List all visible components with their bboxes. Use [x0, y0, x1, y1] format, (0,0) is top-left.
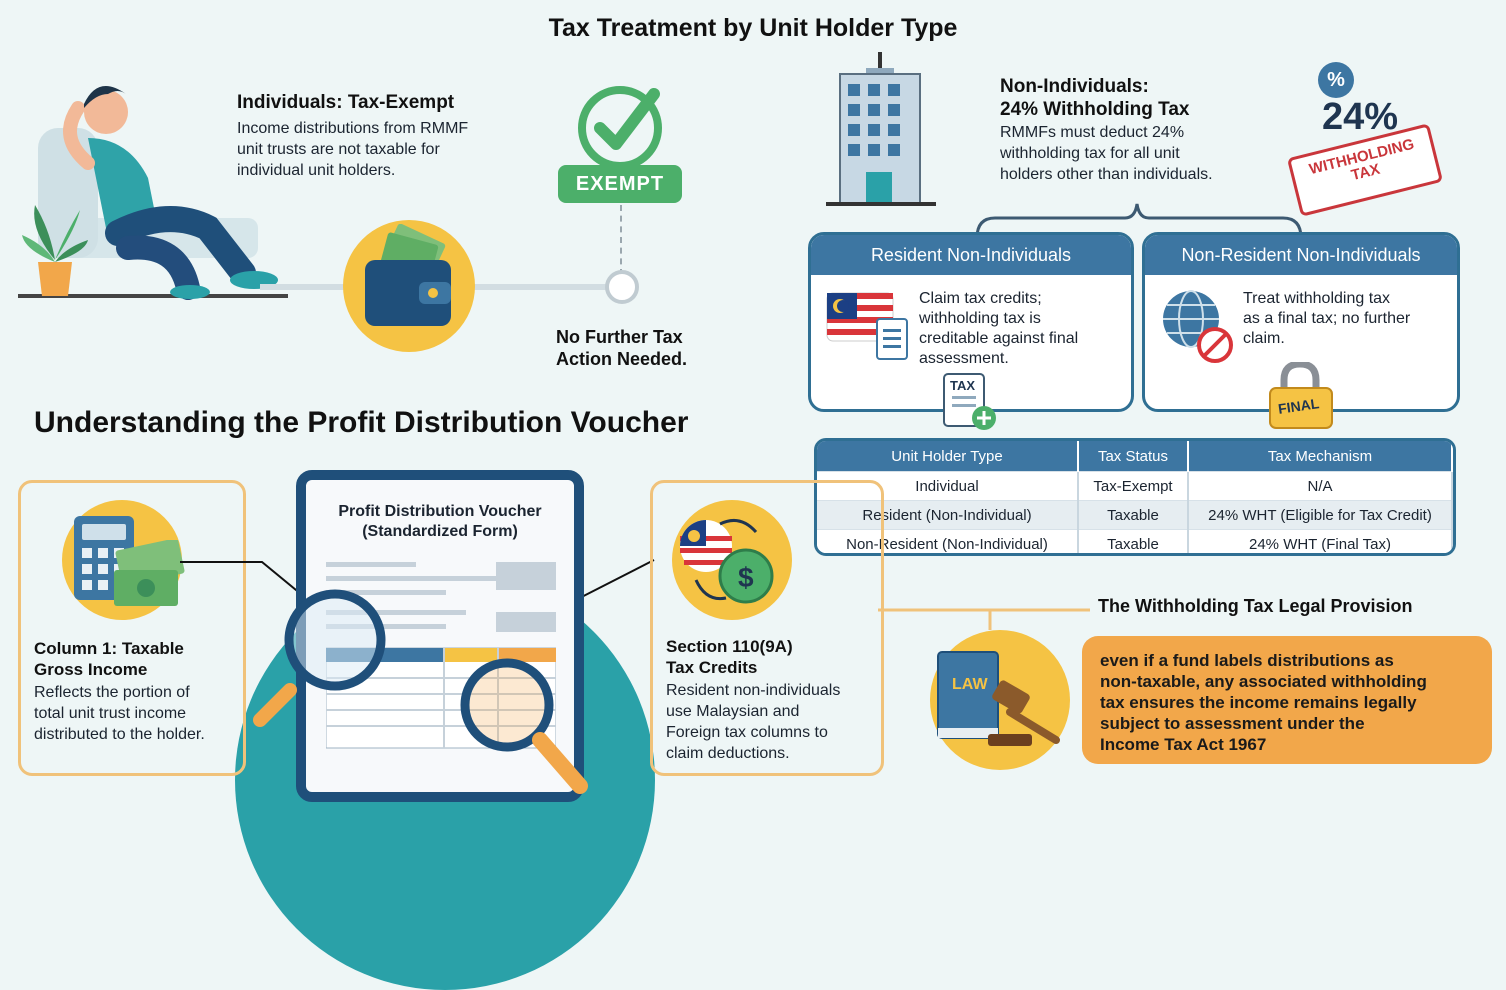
prohibit-icon	[1197, 327, 1233, 363]
column1-frame	[18, 480, 246, 776]
law-label: LAW	[952, 676, 988, 693]
currency-symbol: $	[738, 562, 754, 593]
legal-heading: The Withholding Tax Legal Provision	[1098, 596, 1413, 616]
cash-icon	[110, 538, 190, 616]
coin-icon	[676, 510, 786, 610]
no-further-action: No Further Tax Action Needed.	[556, 327, 688, 369]
non-individuals-description: RMMFs must deduct 24% withholding tax fo…	[1000, 124, 1213, 183]
voucher-section-heading: Understanding the Profit Distribution Vo…	[34, 406, 689, 439]
percent-icon: %	[1318, 62, 1354, 98]
law-book-icon	[934, 648, 1004, 744]
exempt-badge: EXEMPT	[558, 165, 682, 203]
connector-node	[605, 270, 639, 304]
table-header: Tax Mechanism	[1188, 441, 1453, 472]
non-individuals-heading: Non-Individuals: 24% Withholding Tax	[1000, 76, 1190, 120]
gavel-icon	[980, 664, 1070, 754]
individuals-description: Income distributions from RMMF unit trus…	[237, 120, 469, 179]
resident-card: Resident Non-Individuals Claim tax credi…	[808, 232, 1134, 412]
magnifier-icon	[250, 580, 400, 730]
nonresident-card-text: Treat withholding tax as a final tax; no…	[1243, 290, 1411, 347]
resident-card-title: Resident Non-Individuals	[811, 235, 1131, 275]
magnifier-icon	[452, 650, 602, 800]
legal-text-box: even if a fund labels distributions as n…	[1082, 636, 1492, 764]
resident-card-text: Claim tax credits; withholding tax is cr…	[919, 290, 1079, 367]
rate-value: 24%	[1322, 96, 1399, 138]
page-title: Tax Treatment by Unit Holder Type	[548, 14, 958, 42]
individuals-heading: Individuals: Tax-Exempt	[237, 92, 455, 113]
table-header: Tax Status	[1078, 441, 1189, 472]
document-label: TAX	[950, 378, 976, 393]
table-row: Individual Tax-Exempt N/A	[817, 471, 1453, 501]
column1-text: Reflects the portion of total unit trust…	[34, 684, 205, 743]
nonresident-card-title: Non-Resident Non-Individuals	[1145, 235, 1457, 275]
brace-connector	[975, 200, 1305, 240]
plant-icon	[20, 190, 90, 300]
wallet-icon	[357, 223, 461, 334]
tax-table: Unit Holder Type Tax Status Tax Mechanis…	[814, 438, 1456, 556]
building-icon	[826, 52, 936, 208]
voucher-title: Profit Distribution Voucher (Standardize…	[338, 503, 542, 540]
document-icon	[940, 372, 1000, 432]
flag-icon	[825, 289, 915, 369]
dashed-connector	[620, 205, 622, 275]
table-header: Unit Holder Type	[817, 441, 1079, 472]
nonresident-card: Non-Resident Non-Individuals Treat withh…	[1142, 232, 1460, 412]
section110-text: Resident non-individuals use Malaysian a…	[666, 682, 841, 762]
section110-frame	[650, 480, 884, 776]
column1-heading: Column 1: Taxable Gross Income	[34, 639, 184, 679]
table-row: Resident (Non-Individual) Taxable 24% WH…	[817, 500, 1453, 530]
person-relaxing-icon	[18, 68, 288, 300]
lock-icon	[1264, 360, 1344, 430]
section110-heading: Section 110(9A) Tax Credits	[666, 637, 793, 677]
